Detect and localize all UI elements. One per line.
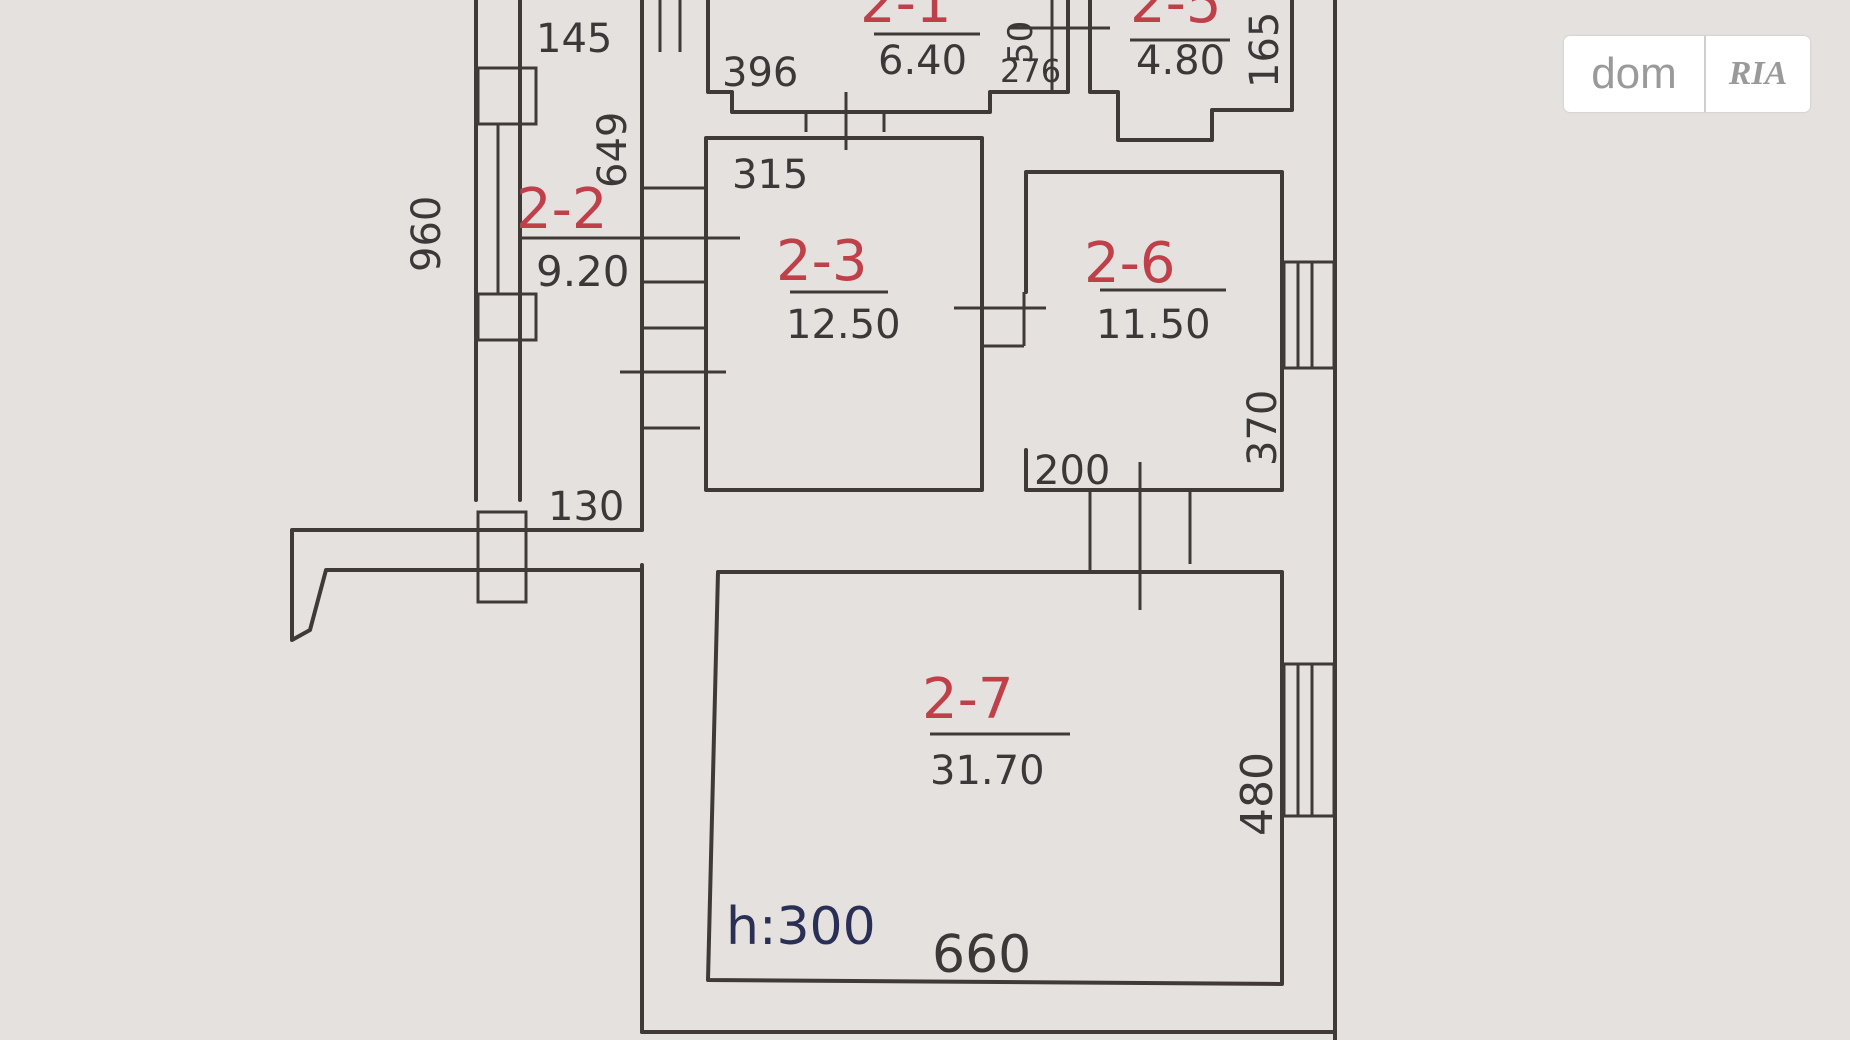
room-2-6-walls <box>1024 170 1284 492</box>
room-2-5-number: 2-5 <box>1130 0 1221 36</box>
room-2-3-walls <box>704 136 984 492</box>
dimension-label: 315 <box>732 152 808 198</box>
room-2-7-area: 31.70 <box>930 748 1045 794</box>
room-2-6-area: 11.50 <box>1096 302 1211 348</box>
dimension-label: 145 <box>536 16 612 62</box>
dimension-label: 480 <box>1232 752 1283 836</box>
area-underlines <box>790 32 1230 736</box>
room-2-2-number: 2-2 <box>516 177 607 242</box>
stairs <box>520 186 740 430</box>
dimension-label: 165 <box>1242 12 1288 88</box>
window-2-7 <box>1282 662 1336 818</box>
dimension-label: 50 <box>1001 21 1041 64</box>
room-2-7-number: 2-7 <box>922 667 1013 732</box>
room-2-5-walls <box>1088 0 1294 142</box>
room-2-1-number: 2-1 <box>860 0 951 36</box>
logo-ria-text: RIA <box>1728 55 1788 92</box>
outer-walls <box>290 0 1337 1040</box>
door-2-3 <box>954 292 1046 348</box>
room-2-7-walls <box>706 570 1284 986</box>
room-2-1-walls <box>658 0 1110 150</box>
dimension-label: 200 <box>1034 448 1110 494</box>
dimension-label: 396 <box>722 50 798 96</box>
window-2-6 <box>1282 260 1336 370</box>
dimension-label: 130 <box>548 484 624 530</box>
dimension-label: 276 <box>1000 52 1061 90</box>
room-2-5-area: 4.80 <box>1136 38 1225 84</box>
room-2-1-area: 6.40 <box>878 38 967 84</box>
room-2-2-area: 9.20 <box>536 247 630 296</box>
dimension-label: 370 <box>1240 390 1286 466</box>
dom-ria-logo: dom RIA <box>1564 36 1810 112</box>
corridor-window <box>476 66 538 604</box>
room-2-6-number: 2-6 <box>1084 231 1175 296</box>
logo-divider <box>1704 36 1706 112</box>
dimension-label: 960 <box>404 196 450 272</box>
dimension-label: 660 <box>932 925 1031 985</box>
room-2-3-area: 12.50 <box>786 302 901 348</box>
dimension-label: 649 <box>590 112 636 188</box>
room-2-3-number: 2-3 <box>776 229 867 294</box>
passage-2-6-2-7 <box>1088 462 1192 610</box>
ceiling-height-label: h:300 <box>726 897 876 957</box>
logo-dom-text: dom <box>1591 49 1677 98</box>
